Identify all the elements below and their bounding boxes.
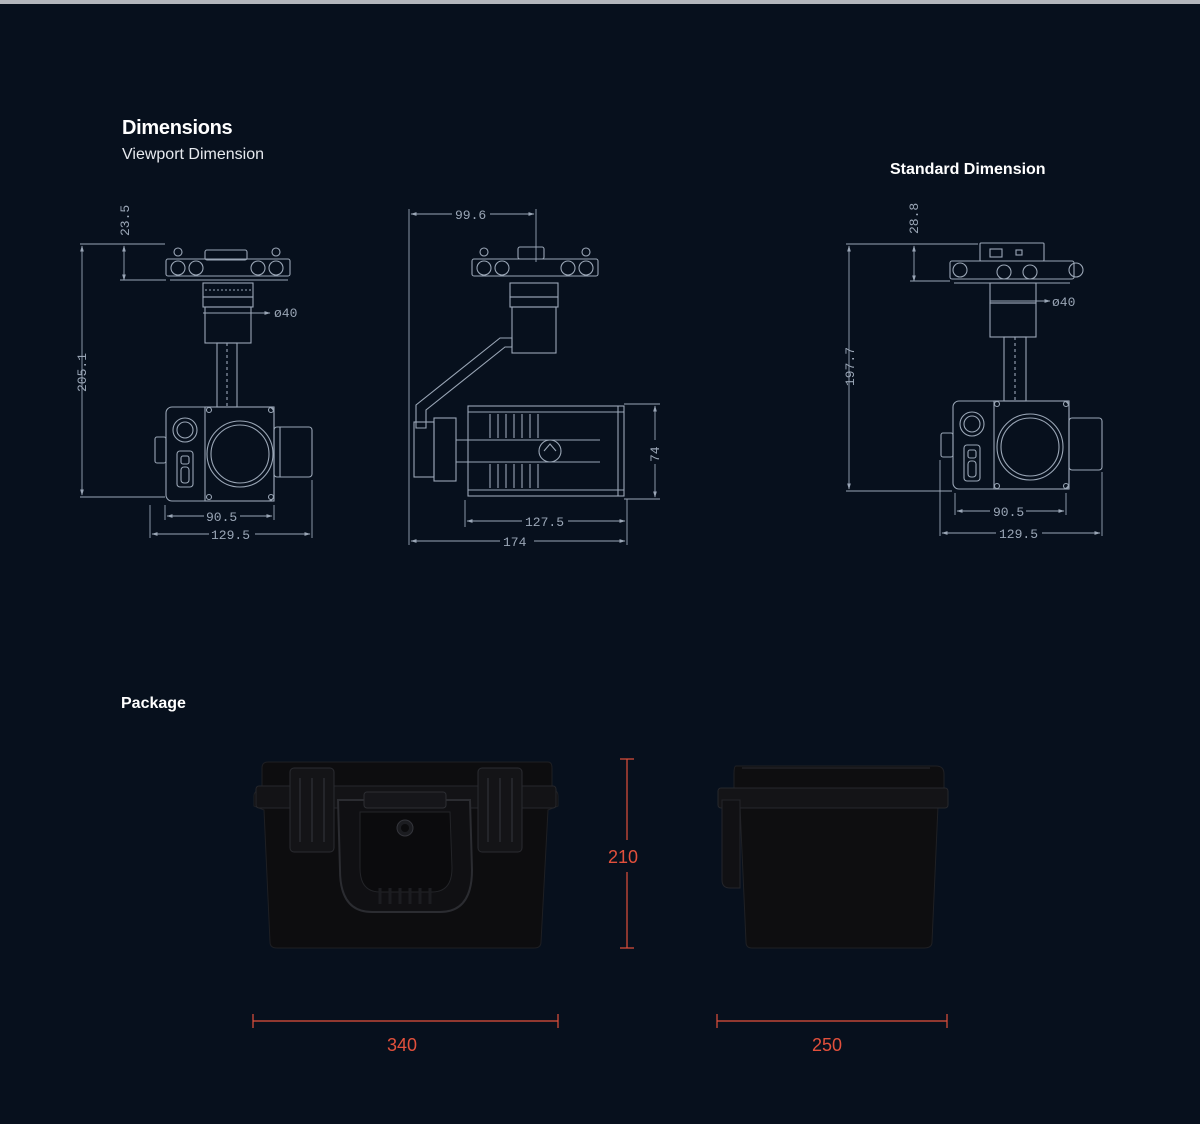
standard-lens-diameter-label: ø40 <box>1052 295 1075 310</box>
package-depth-label: 250 <box>812 1035 843 1055</box>
package-title: Package <box>121 695 186 712</box>
package-height-label: 210 <box>608 847 639 867</box>
front-view-dimension-labels: 23.5 205.1 ø40 90.5 129.5 <box>75 205 297 543</box>
standard-view-dimension-labels: 28.8 197.7 ø40 90.5 129.5 <box>843 203 1075 542</box>
case-front-image <box>253 761 559 949</box>
front-view-drawing <box>154 247 313 502</box>
package-width-label: 340 <box>387 1035 418 1055</box>
front-total-width-label: 129.5 <box>211 528 250 543</box>
standard-view-dimension-lines <box>846 243 1103 536</box>
side-body-height-label: 74 <box>648 446 663 462</box>
side-total-length-label: 174 <box>503 535 527 550</box>
viewport-dimension-subtitle: Viewport Dimension <box>122 146 264 163</box>
front-lens-diameter-label: ø40 <box>274 306 297 321</box>
side-body-length-label: 127.5 <box>525 515 564 530</box>
front-top-offset-label: 23.5 <box>118 205 133 236</box>
side-arm-reach-label: 99.6 <box>455 208 486 223</box>
package-dimension-lines <box>252 758 948 1028</box>
front-height-label: 205.1 <box>75 353 90 392</box>
side-view-dimension-labels: 99.6 74 127.5 174 <box>452 207 663 550</box>
dimensions-title: Dimensions <box>122 117 233 139</box>
standard-top-offset-label: 28.8 <box>907 203 922 234</box>
front-view-dimension-lines <box>80 243 313 538</box>
window-top-edge <box>0 0 1200 4</box>
standard-height-label: 197.7 <box>843 347 858 386</box>
case-side-image <box>717 765 949 949</box>
side-view-drawing <box>413 246 625 497</box>
standard-dimension-title: Standard Dimension <box>890 161 1046 178</box>
front-body-width-label: 90.5 <box>206 510 237 525</box>
standard-body-width-label: 90.5 <box>993 505 1024 520</box>
standard-view-drawing <box>940 242 1103 490</box>
standard-total-width-label: 129.5 <box>999 527 1038 542</box>
